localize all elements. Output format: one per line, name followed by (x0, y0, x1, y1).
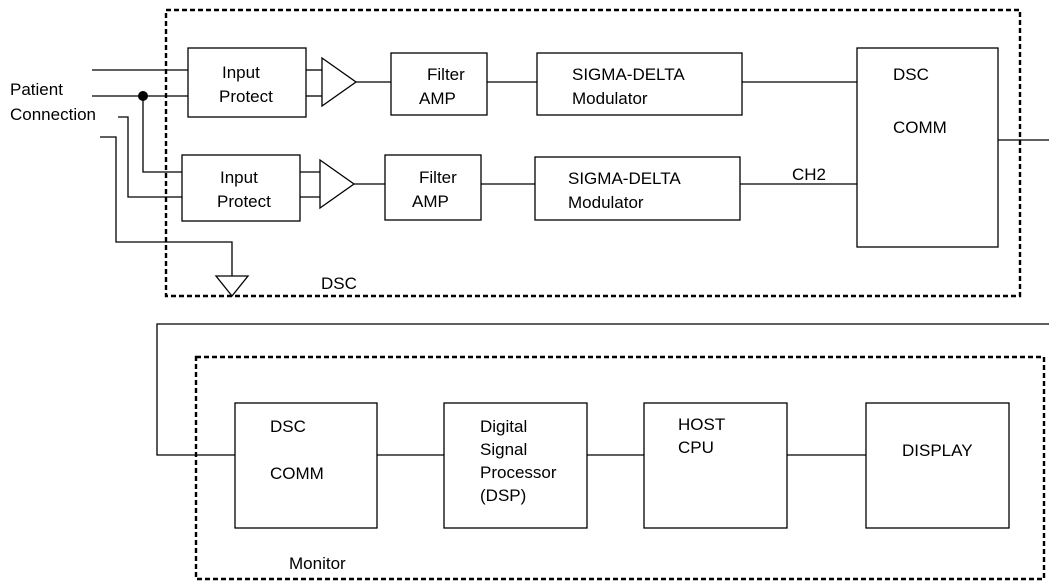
dsp-label: (DSP) (480, 486, 526, 505)
sigma-delta-label: Modulator (572, 89, 648, 108)
filter-amp-label: Filter (427, 65, 465, 84)
monitor-region-border (194, 355, 1046, 581)
monitor-region-label: Monitor (289, 554, 346, 573)
channel-1: Input Protect Filter AMP SIGMA-DELTA Mod… (187, 47, 857, 118)
input-protect-box (181, 154, 301, 222)
channel-2: Input Protect Filter AMP SIGMA-DELTA Mod… (181, 154, 857, 222)
host-cpu-box (643, 402, 788, 529)
filter-amp-label: Filter (419, 168, 457, 187)
monitor-dsc-comm-box (234, 402, 378, 529)
dsc-region-label: DSC (321, 274, 357, 293)
filter-amp-box (390, 52, 488, 116)
host-cpu-label: HOST (678, 415, 725, 434)
junction-dot (138, 91, 148, 101)
comm-link-wire (156, 323, 1049, 456)
sigma-delta-label: Modulator (568, 193, 644, 212)
patient-connection-label: Connection (10, 105, 96, 124)
ch2-label: CH2 (792, 165, 826, 184)
sigma-delta-label: SIGMA-DELTA (568, 169, 681, 188)
dsp-label: Digital (480, 417, 527, 436)
sigma-delta-box (536, 52, 743, 116)
dsp-label: Processor (480, 463, 557, 482)
dsc-region-border (164, 8, 1022, 298)
input-protect-label: Protect (219, 87, 273, 106)
dsc-comm-label: DSC (893, 65, 929, 84)
dsc-comm-box (856, 47, 999, 248)
patient-connection-label: Patient (10, 80, 63, 99)
display-label: DISPLAY (902, 441, 973, 460)
dsp-box (443, 402, 588, 529)
amplifier-triangle (319, 158, 356, 210)
filter-amp-box (384, 154, 482, 221)
monitor-dsc-comm-label: COMM (270, 464, 324, 483)
host-cpu-label: CPU (678, 438, 714, 457)
input-protect-label: Protect (217, 192, 271, 211)
input-protect-label: Input (220, 168, 258, 187)
dsp-label: Signal (480, 440, 527, 459)
patient-wires (92, 69, 250, 298)
filter-amp-label: AMP (412, 192, 449, 211)
sigma-delta-box (534, 156, 741, 221)
dsc-comm-block: DSC COMM (856, 47, 1049, 248)
monitor-dsc-comm-label: DSC (270, 417, 306, 436)
input-protect-box (187, 47, 307, 118)
sigma-delta-label: SIGMA-DELTA (572, 65, 685, 84)
input-protect-label: Input (222, 63, 260, 82)
dsc-comm-label: COMM (893, 118, 947, 137)
monitor-unit: DSC COMM Digital Signal Processor (DSP) … (234, 402, 1010, 529)
amplifier-triangle (321, 56, 358, 108)
display-box (865, 402, 1010, 529)
ground-symbol (214, 275, 250, 298)
filter-amp-label: AMP (419, 89, 456, 108)
